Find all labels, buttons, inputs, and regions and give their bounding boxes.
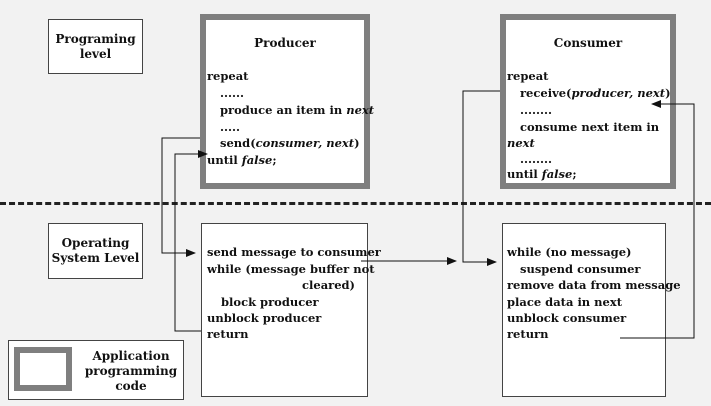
receive-os-box: while (no message) suspend consumer remo… — [502, 223, 681, 397]
consumer-receive-line: receive(producer, next) — [520, 86, 671, 100]
receive-os-line-1: while (no message) — [507, 245, 632, 259]
producer-box: Producer repeat ...... produce an item i… — [200, 14, 374, 189]
os-level-label: Operating System Level — [51, 236, 140, 265]
consumer-dots-2: ........ — [520, 152, 553, 166]
send-call-arrow — [161, 137, 200, 257]
receive-os-line-6: return — [507, 327, 549, 341]
os-level-label-box: Operating System Level — [48, 223, 143, 279]
producer-title: Producer — [254, 36, 316, 50]
consumer-dots-1: ........ — [520, 103, 553, 117]
send-os-line-5: unblock producer — [207, 311, 322, 325]
producer-send-line: send(consumer, next) — [220, 136, 360, 150]
consumer-consume-var: next — [507, 136, 535, 150]
receive-os-line-3: remove data from message — [507, 278, 681, 292]
send-os-line-6: return — [207, 327, 249, 341]
consumer-box: Consumer repeat receive(producer, next) … — [500, 14, 676, 189]
level-divider — [0, 202, 711, 205]
legend-swatch — [14, 347, 72, 391]
legend-box: Application programming code — [8, 340, 184, 400]
legend-label: Application programming code — [84, 348, 178, 393]
producer-until-line: until false; — [207, 153, 277, 167]
producer-repeat: repeat — [207, 69, 249, 83]
receive-os-line-4: place data in next — [507, 295, 623, 309]
consumer-repeat: repeat — [507, 69, 549, 83]
consumer-consume-line: consume next item in — [520, 120, 660, 134]
consumer-until-line: until false; — [507, 167, 577, 181]
programming-level-label-box: Programing level — [48, 19, 143, 74]
producer-dots-2: ..... — [220, 120, 241, 134]
send-os-line-2: while (message buffer not — [207, 262, 375, 276]
send-os-line-3: cleared) — [302, 278, 355, 292]
send-os-line-1: send message to consumer — [207, 245, 381, 259]
send-os-box: send message to consumer while (message … — [201, 223, 381, 397]
programming-level-label: Programing level — [55, 31, 136, 61]
receive-os-line-2: suspend consumer — [520, 262, 641, 276]
receive-call-arrow — [462, 90, 500, 266]
receive-os-line-5: unblock consumer — [507, 311, 627, 325]
producer-dots-1: ...... — [220, 86, 245, 100]
producer-produce-line: produce an item in next — [220, 103, 375, 117]
consumer-title: Consumer — [553, 36, 623, 50]
send-os-line-4: block producer — [221, 295, 319, 309]
